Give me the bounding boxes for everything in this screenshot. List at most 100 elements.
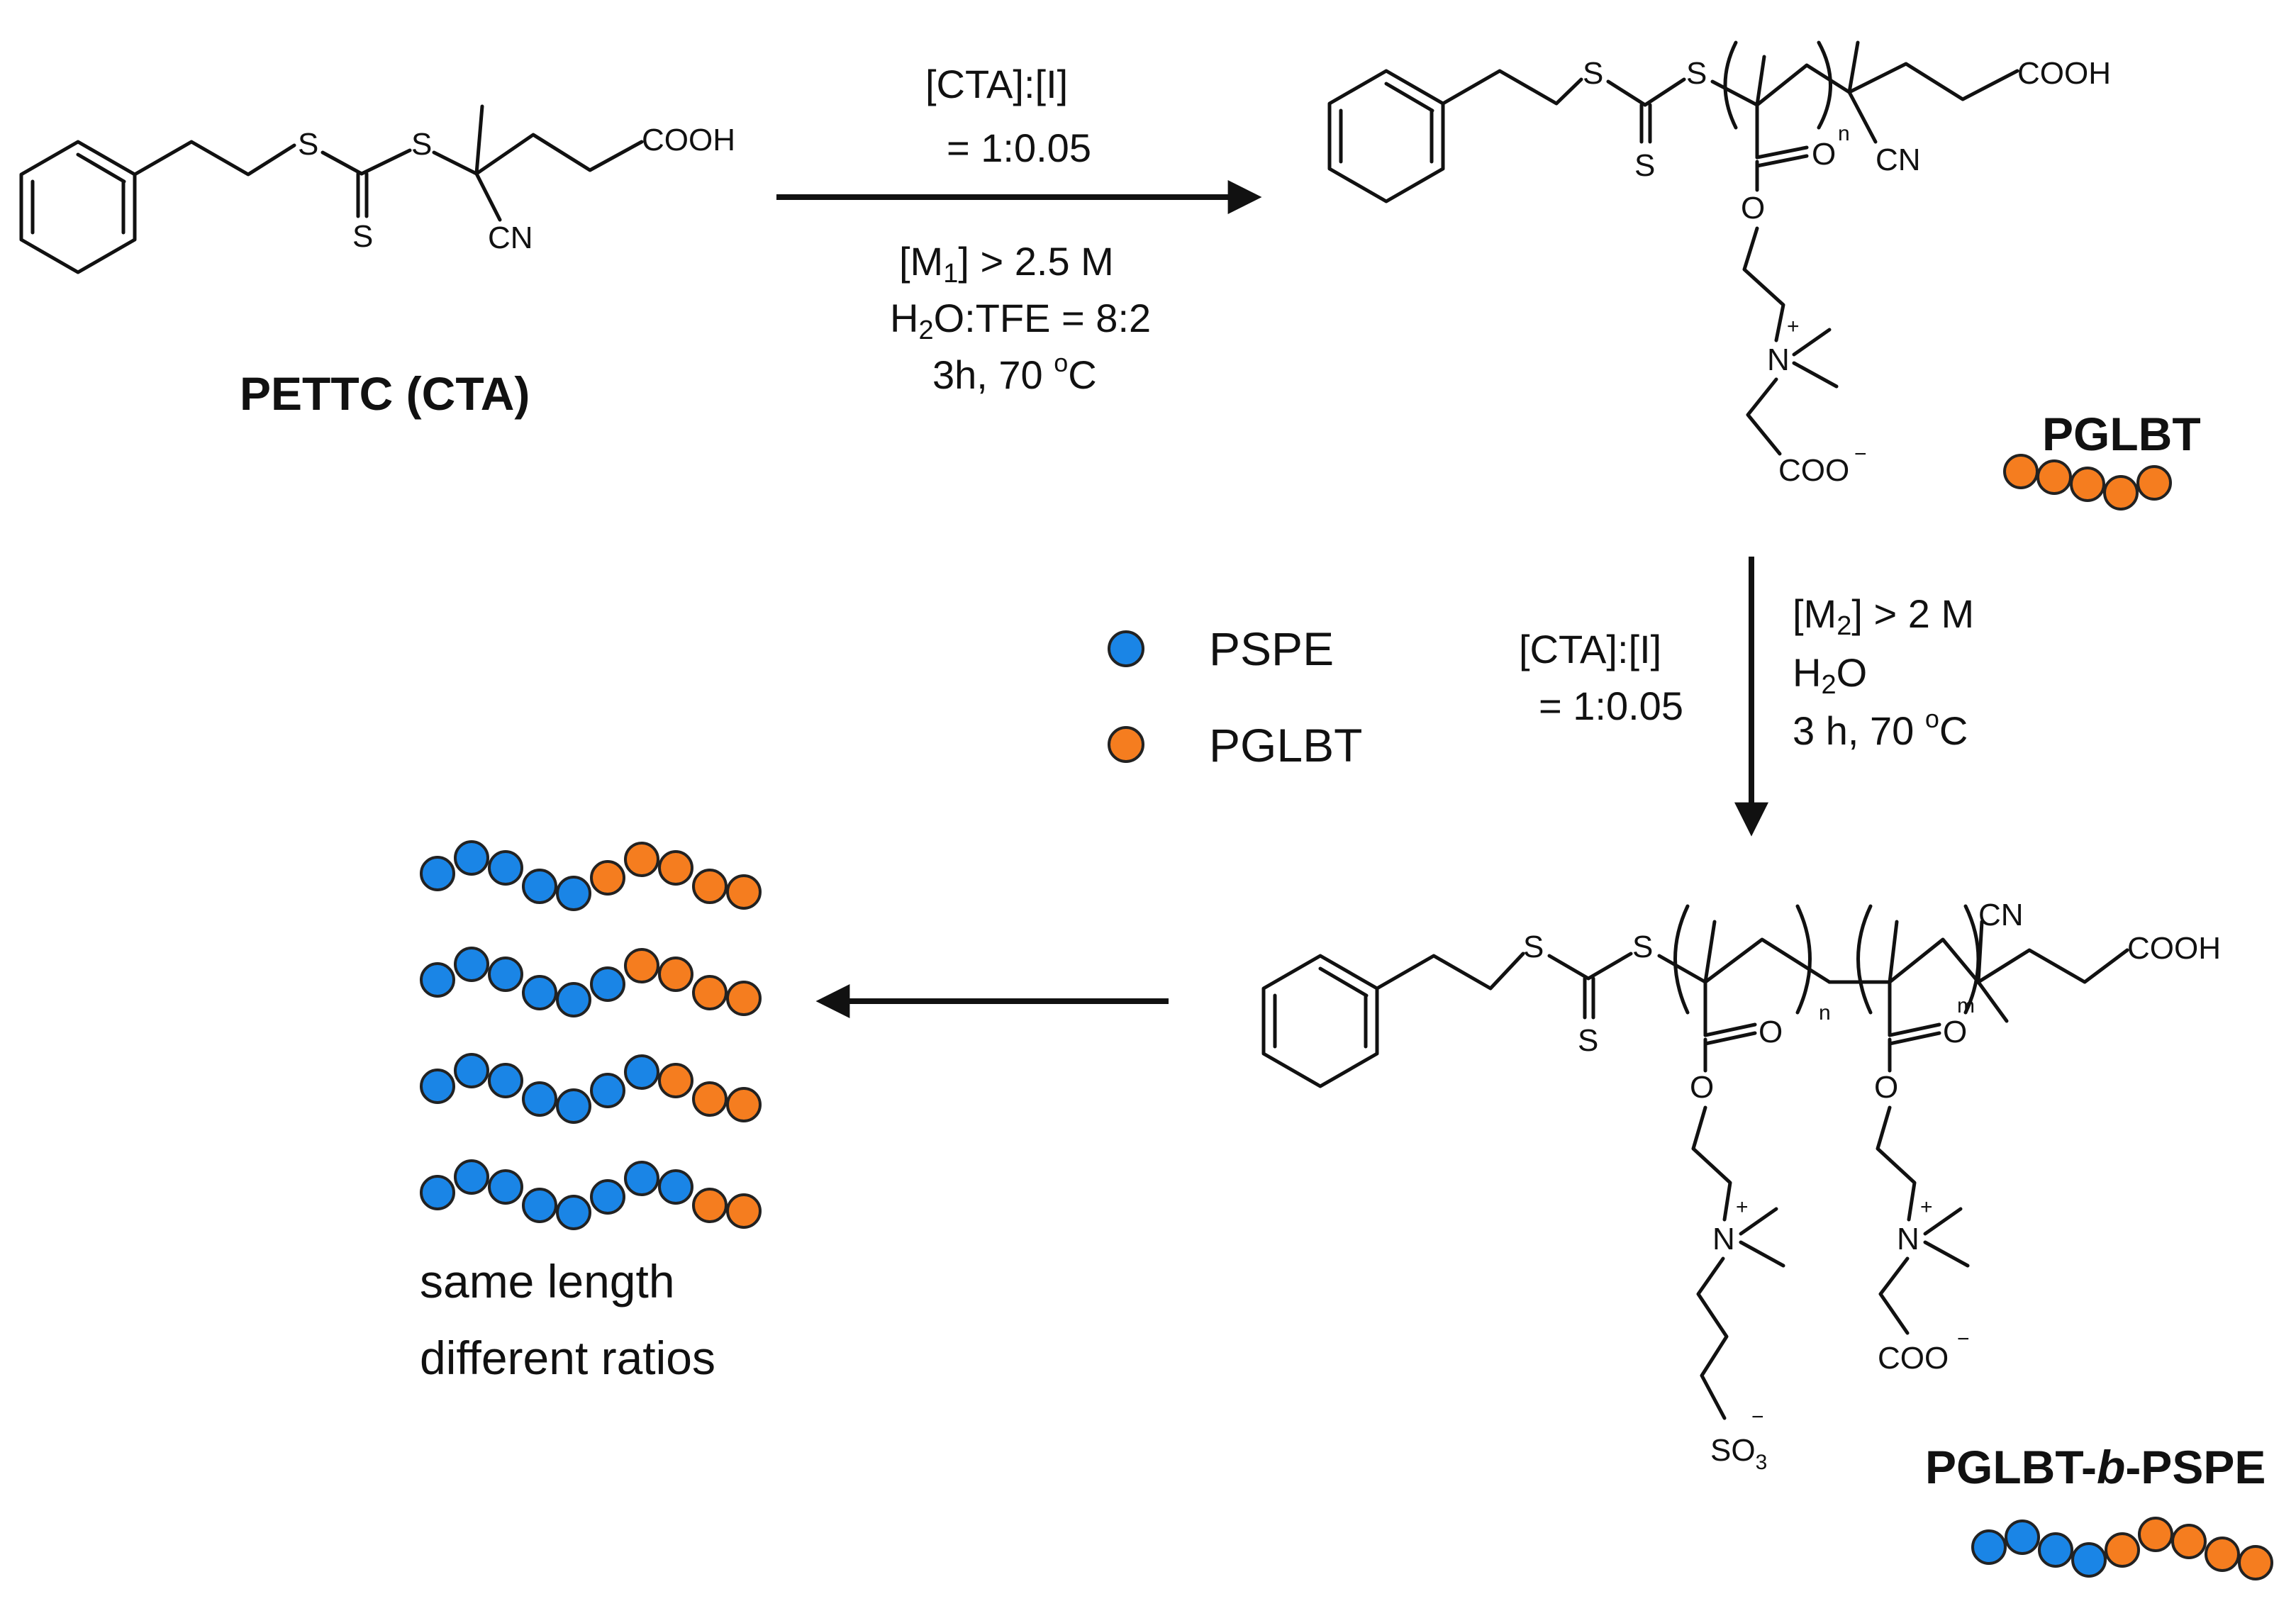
- block-bead-pglbt: [2171, 1524, 2207, 1559]
- chain4-bead-pspe: [420, 1175, 455, 1210]
- chain2-bead-pglbt: [692, 975, 728, 1010]
- chain2-bead-pglbt: [624, 948, 659, 983]
- chain1-bead-pglbt: [726, 874, 762, 910]
- chain1-bead-pglbt: [590, 860, 625, 896]
- chain1-bead-pspe: [488, 850, 523, 886]
- caption-line2: different ratios: [420, 1332, 715, 1384]
- chain1-bead-pspe: [556, 876, 591, 911]
- block-bracket-2-left: [1856, 904, 1873, 1015]
- chain4-bead-pglbt: [692, 1188, 728, 1223]
- chain3-bead-pspe: [590, 1073, 625, 1108]
- block-oxygen-4: O: [1874, 1070, 1898, 1105]
- block-carboxylic-acid: COOH: [2127, 931, 2221, 966]
- pglbt-repeat-bracket-left: [1723, 40, 1738, 130]
- chain2-bead-pspe: [488, 957, 523, 992]
- pglbt-repeat-bracket-right: [1817, 40, 1832, 130]
- pglbt-bead-pglbt: [2036, 459, 2072, 495]
- block-bead-pglbt: [2238, 1545, 2273, 1580]
- chain3-bead-pglbt: [726, 1087, 762, 1122]
- legend-label-pglbt: PGLBT: [1209, 719, 1362, 771]
- chain3-bead-pspe: [522, 1081, 557, 1117]
- chain4-bead-pspe: [624, 1161, 659, 1196]
- step2-time-temp: 3 h, 70 oC: [1793, 704, 1968, 753]
- chain2-bead-pglbt: [658, 957, 693, 992]
- chain2-bead-pspe: [590, 966, 625, 1002]
- pglbt-bead-pglbt: [2136, 465, 2172, 501]
- cta-structure: S S S CN COOH: [19, 104, 735, 274]
- cta-benzene-ring: [19, 140, 137, 274]
- pglbt-bead-pglbt: [2003, 454, 2039, 489]
- legend: PSPE PGLBT: [1108, 623, 1362, 771]
- pglbt-ammonium-nitrogen: N: [1767, 342, 1790, 377]
- block-oxygen-1: O: [1759, 1015, 1783, 1049]
- pglbt-carbonyl-oxygen: O: [1812, 137, 1836, 172]
- chain2-bead-pspe: [420, 962, 455, 998]
- block-oxygen-3: O: [1943, 1015, 1967, 1049]
- pglbt-ester-oxygen: O: [1741, 191, 1765, 225]
- block-bracket-1-left: [1673, 904, 1690, 1015]
- chain4-bead-pglbt: [726, 1193, 762, 1229]
- chain3-bead-pspe: [624, 1054, 659, 1090]
- chain2-bead-pspe: [454, 947, 489, 982]
- block-bead-pglbt: [2105, 1532, 2140, 1568]
- block-bead-pspe: [1971, 1529, 2007, 1565]
- step2-ratio-line2: = 1:0.05: [1539, 684, 1683, 728]
- step1-ratio-line1: [CTA]:[I]: [925, 62, 1068, 106]
- pglbt-bead-pglbt: [2103, 475, 2139, 511]
- chain3-bead-pspe: [556, 1088, 591, 1124]
- pglbt-bead-pglbt: [2070, 467, 2105, 502]
- step1-solvent: H2O:TFE = 8:2: [890, 296, 1151, 345]
- chain2-bead-pglbt: [726, 981, 762, 1016]
- chain4-bead-pspe: [488, 1169, 523, 1205]
- block-minus-sulfonate: −: [1751, 1405, 1764, 1429]
- caption-line1: same length: [420, 1255, 675, 1307]
- block-thione-sulfur: S: [1578, 1023, 1598, 1058]
- chain4-bead-pspe: [658, 1169, 693, 1205]
- chain3-bead-pglbt: [658, 1063, 693, 1098]
- block-plus-pspe: +: [1736, 1195, 1749, 1219]
- step1-time-temp: 3h, 70 oC: [932, 348, 1097, 397]
- block-plus-pglbt: +: [1920, 1195, 1933, 1219]
- block-bead-pspe: [2071, 1542, 2107, 1578]
- block-nitrile: CN: [1978, 898, 2024, 932]
- chain4-bead-pspe: [522, 1188, 557, 1223]
- chain2-bead-pspe: [556, 982, 591, 1017]
- block-bead-pspe: [2005, 1519, 2040, 1555]
- block-name: PGLBT-b-PSPE: [1925, 1441, 2266, 1493]
- chain1-bead-pglbt: [692, 869, 728, 904]
- pglbt-sulfur-1: S: [1583, 56, 1603, 91]
- chain3-bead-pspe: [454, 1053, 489, 1088]
- block-benzene-ring: [1261, 954, 1379, 1088]
- block-bead-pspe: [2038, 1532, 2073, 1568]
- chain4-bead-pspe: [590, 1179, 625, 1215]
- cta-sulfur-1: S: [298, 127, 318, 162]
- chain4-bead-pspe: [454, 1159, 489, 1195]
- pglbt-carboxylate: COO: [1778, 453, 1849, 488]
- pglbt-carboxylic-acid: COOH: [2017, 56, 2111, 91]
- chain1-bead-pglbt: [658, 850, 693, 886]
- pglbt-nitrile: CN: [1876, 143, 1921, 177]
- block-oxygen-2: O: [1690, 1070, 1714, 1105]
- block-n-subscript: n: [1819, 1001, 1831, 1025]
- cta-carboxylic-acid: COOH: [642, 123, 735, 157]
- step1-ratio-line2: = 1:0.05: [947, 126, 1091, 170]
- block-carboxylate: COO: [1878, 1341, 1949, 1376]
- step2-ratio-line1: [CTA]:[I]: [1519, 627, 1661, 671]
- cta-thione-sulfur: S: [352, 219, 373, 254]
- block-m-subscript: m: [1957, 994, 1975, 1017]
- chain3-bead-pspe: [488, 1063, 523, 1098]
- block-nitrogen-pspe: N: [1712, 1222, 1735, 1256]
- block-bracket-1-right: [1795, 904, 1812, 1015]
- step1-monomer: [M1] > 2.5 M: [899, 239, 1114, 289]
- chain3-bead-pspe: [420, 1069, 455, 1104]
- pglbt-sulfur-2: S: [1686, 56, 1707, 91]
- pglbt-n-subscript: n: [1838, 122, 1850, 145]
- cta-name: PETTC (CTA): [240, 367, 530, 420]
- cta-sulfur-2: S: [411, 127, 432, 162]
- step2-solvent: H2O: [1793, 650, 1867, 700]
- pglbt-bead-chain: [2003, 454, 2172, 511]
- legend-swatch-pspe: [1108, 630, 1144, 667]
- legend-swatch-pglbt: [1108, 726, 1144, 763]
- block-bead-pglbt: [2138, 1517, 2173, 1552]
